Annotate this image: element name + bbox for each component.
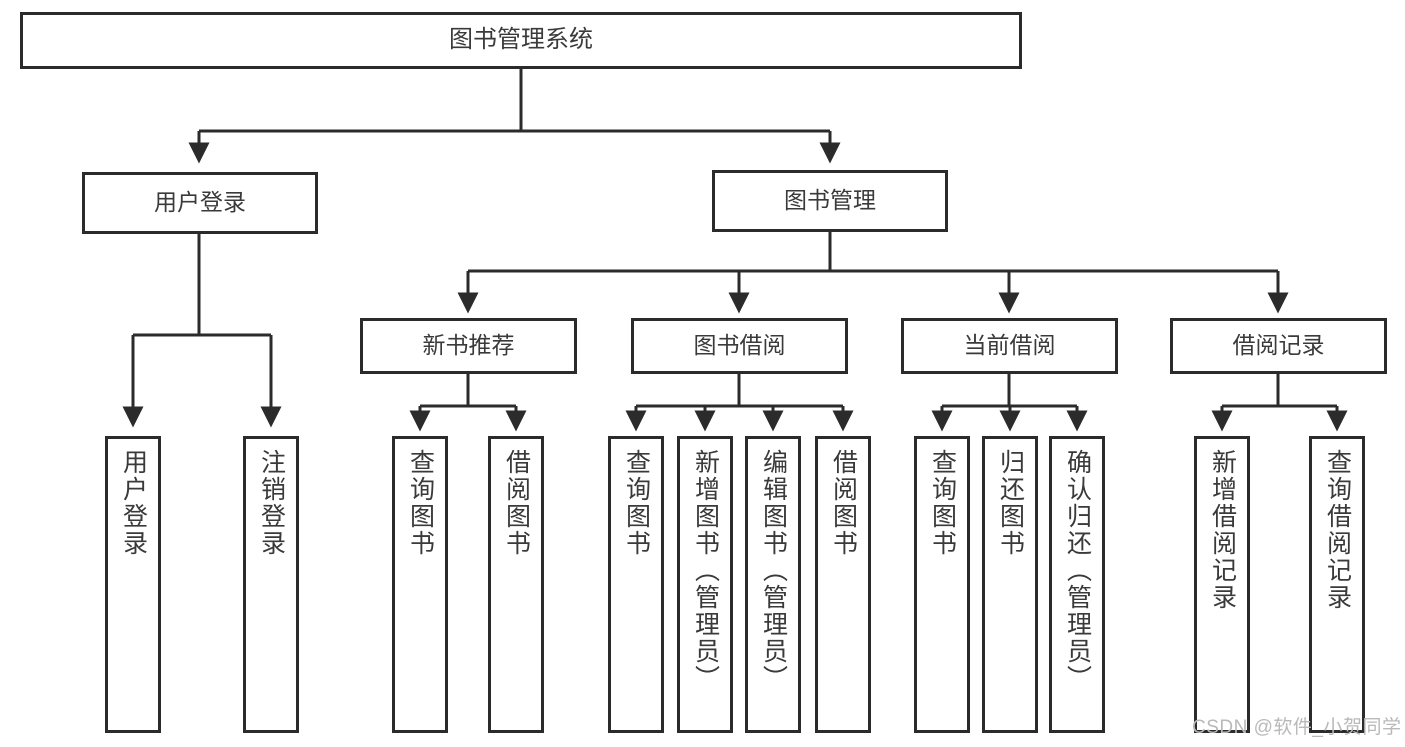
node-label: 借阅记录	[1232, 332, 1325, 359]
node-label: 查询借阅记录	[1323, 449, 1352, 611]
leaf-user-login-login[interactable]: 用户登录	[105, 436, 161, 733]
node-book-management[interactable]: 图书管理	[712, 170, 948, 232]
node-root-system[interactable]: 图书管理系统	[20, 12, 1022, 69]
leaf-recommend-query-book[interactable]: 查询图书	[392, 436, 448, 733]
node-label: 图书管理	[784, 187, 876, 214]
leaf-borrow-query-book[interactable]: 查询图书	[608, 436, 664, 733]
leaf-current-return-book[interactable]: 归还图书	[982, 436, 1038, 733]
leaf-current-confirm-return-admin[interactable]: 确认归还（管理员）	[1049, 436, 1105, 733]
leaf-recommend-borrow-book[interactable]: 借阅图书	[488, 436, 544, 733]
leaf-borrow-borrow-book[interactable]: 借阅图书	[815, 436, 871, 733]
node-label: 查询图书	[406, 449, 435, 557]
node-label: 图书管理系统	[449, 26, 593, 54]
node-label: 借阅图书	[502, 449, 531, 557]
csdn-watermark: CSDN @软件_小贺同学	[1192, 717, 1402, 738]
leaf-current-query-book[interactable]: 查询图书	[914, 436, 970, 733]
node-borrow-record[interactable]: 借阅记录	[1170, 318, 1387, 374]
node-label: 编辑图书（管理员）	[759, 449, 788, 692]
node-label: 当前借阅	[963, 332, 1056, 359]
leaf-borrow-add-book-admin[interactable]: 新增图书（管理员）	[677, 436, 733, 733]
node-label: 图书借阅	[693, 332, 786, 359]
leaf-record-query-record[interactable]: 查询借阅记录	[1309, 436, 1365, 733]
node-new-book-recommend[interactable]: 新书推荐	[360, 318, 577, 374]
node-label: 新书推荐	[422, 332, 515, 359]
leaf-record-add-record[interactable]: 新增借阅记录	[1194, 436, 1250, 733]
node-book-borrow[interactable]: 图书借阅	[631, 318, 848, 374]
node-user-login[interactable]: 用户登录	[82, 172, 318, 234]
leaf-borrow-edit-book-admin[interactable]: 编辑图书（管理员）	[745, 436, 801, 733]
node-label: 新增图书（管理员）	[691, 449, 720, 692]
node-current-borrow[interactable]: 当前借阅	[901, 318, 1118, 374]
node-label: 用户登录	[154, 189, 246, 216]
leaf-user-login-logout[interactable]: 注销登录	[243, 436, 299, 733]
node-label: 查询图书	[622, 449, 651, 557]
node-label: 注销登录	[257, 449, 286, 557]
node-label: 用户登录	[119, 449, 148, 557]
node-label: 新增借阅记录	[1208, 449, 1237, 611]
node-label: 借阅图书	[829, 449, 858, 557]
node-label: 查询图书	[928, 449, 957, 557]
node-label: 确认归还（管理员）	[1063, 449, 1092, 692]
node-label: 归还图书	[996, 449, 1025, 557]
